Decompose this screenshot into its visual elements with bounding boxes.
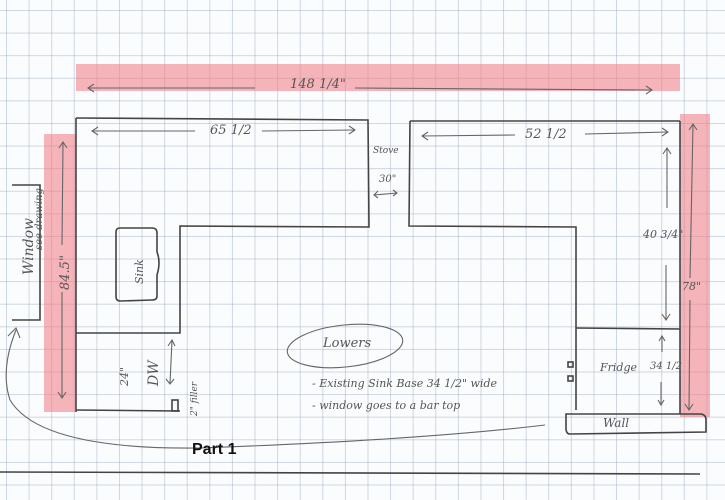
dishwasher-label-wrap: DW [143,360,162,386]
sink-label: Sink [133,259,146,284]
dishwasher-label: DW [146,360,162,386]
notes-item-2: - window goes to a bar top [312,399,461,412]
sink-label-wrap: Sink [128,259,147,284]
stove-label: Stove [373,146,399,156]
left-depth-label: 84.5" [58,255,73,290]
notes-title: Lowers [323,336,372,351]
part-label: Part 1 [192,441,237,458]
highlight-top-width [76,64,680,91]
right-total-depth-label: 78" [682,280,702,293]
fridge-label: Fridge [600,361,638,374]
left-run-label: 65 1/2 [210,123,252,138]
filler-label: 2" filler [190,381,200,416]
dishwasher-width-wrap: 24" [113,367,132,386]
see-drawing-label: see drawing [34,188,45,250]
highlight-right-depth [680,114,710,417]
total-width-label: 148 1/4" [290,77,346,92]
stove-gap-label: 30" [379,174,397,185]
see-drawing-label-wrap: see drawing [27,188,46,250]
highlight-left-depth [44,134,76,412]
wall-label: Wall [603,416,630,430]
right-run-label: 52 1/2 [525,127,567,142]
right-upper-depth-label: 40 3/4" [643,228,684,241]
left-depth-label-wrap: 84.5" [54,255,73,290]
filler-label-wrap: 2" filler [182,382,201,416]
notes-item-1: - Existing Sink Base 34 1/2" wide [312,377,498,390]
fridge-width-label: 34 1/2 [650,361,682,372]
dishwasher-width-label: 24" [118,366,131,386]
